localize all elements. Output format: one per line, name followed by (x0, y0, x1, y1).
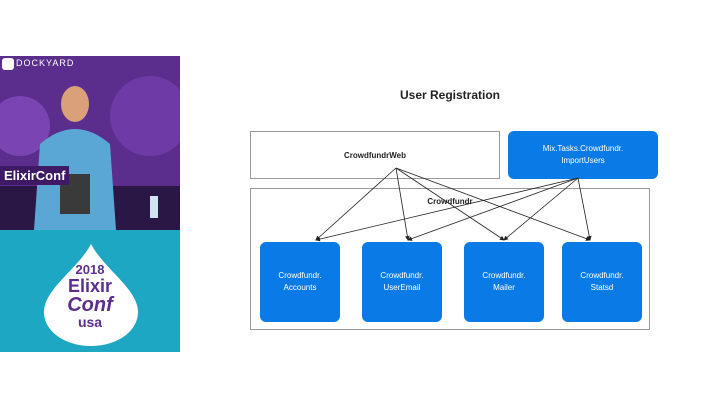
import-users-line2: ImportUsers (561, 156, 605, 165)
user-email-box: Crowdfundr. UserEmail (362, 242, 442, 322)
arrow-mix-mailer (503, 177, 579, 241)
arrow-mix-email (407, 177, 579, 241)
arrow-mix-statsd (577, 177, 592, 241)
badge-elixir: Elixir (67, 276, 113, 296)
arrow-web-email (395, 167, 410, 241)
crowdfundr-web-box: CrowdfundrWeb (250, 131, 500, 179)
arrow-web-mailer (395, 167, 505, 241)
slide-title: User Registration (399, 88, 501, 102)
statsd-box: Crowdfundr. Statsd (562, 242, 642, 322)
import-users-box: Mix.Tasks.Crowdfundr. ImportUsers (508, 131, 658, 179)
badge-usa: usa (77, 314, 103, 330)
booth-sign: ElixirConf (0, 166, 70, 185)
accounts-line1: Crowdfundr. (278, 271, 322, 280)
mailer-box: Crowdfundr. Mailer (464, 242, 544, 322)
user-email-line1: Crowdfundr. (380, 271, 424, 280)
mailer-line2: Mailer (493, 283, 515, 292)
dockyard-logo (2, 58, 14, 70)
dependency-arrows (315, 167, 592, 242)
droplet-logo (44, 244, 138, 346)
arrow-mix-accounts (315, 177, 579, 242)
import-users-line1: Mix.Tasks.Crowdfundr. (542, 144, 624, 153)
badge-conf: Conf (67, 294, 113, 316)
statsd-line1: Crowdfundr. (580, 271, 624, 280)
accounts-line2: Accounts (283, 283, 317, 292)
accounts-box: Crowdfundr. Accounts (260, 242, 340, 322)
mailer-line1: Crowdfundr. (482, 271, 526, 280)
conference-badge: 2018 Elixir Conf usa (0, 230, 180, 352)
crowdfundr-module-box: Crowdfundr (250, 188, 650, 330)
speaker-video: DOCKYARD ElixirConf (0, 56, 180, 230)
speaker (34, 86, 116, 230)
badge-year: 2018 (75, 262, 105, 277)
arrow-web-accounts (315, 167, 397, 241)
statsd-line2: Statsd (590, 283, 614, 292)
arrow-web-statsd (395, 167, 591, 241)
sponsor-name: DOCKYARD (16, 58, 75, 68)
user-email-line2: UserEmail (383, 283, 421, 292)
slide: User Registration CrowdfundrWeb Mix.Task… (186, 56, 720, 352)
